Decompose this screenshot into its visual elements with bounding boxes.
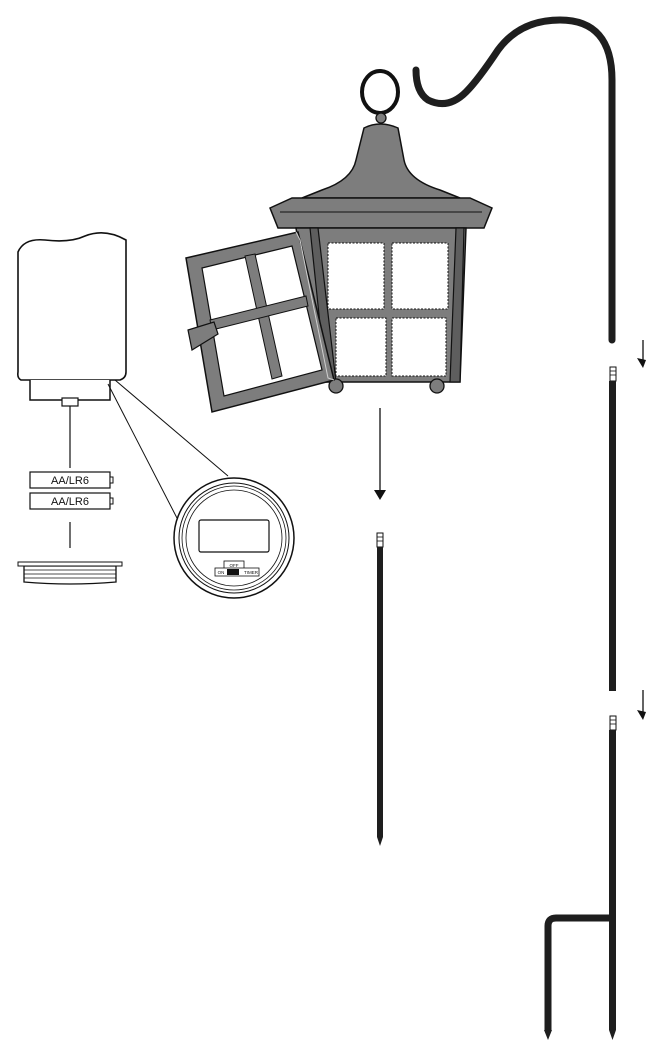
battery-top-label: AA/LR6 [51, 475, 89, 487]
switch-slider [227, 569, 239, 575]
lantern-door-open [185, 231, 335, 413]
zoom-callout: OFF ON TIMER [107, 379, 295, 599]
battery-top: AA/LR6 [29, 471, 114, 489]
callout-display-window [198, 519, 270, 553]
hook-foot-bar [544, 914, 612, 1030]
hook-bottom-segment [609, 730, 616, 1030]
segment-arrow-2-icon [637, 690, 646, 720]
lantern-foot-left [328, 378, 344, 394]
candle-base [29, 380, 111, 401]
lantern-foot-right [429, 378, 445, 394]
hook-middle-segment [609, 381, 616, 691]
battery-bottom-label: AA/LR6 [51, 496, 89, 508]
candle-body [17, 232, 127, 381]
led-candle [17, 232, 127, 407]
switch-off-label: OFF [230, 563, 239, 568]
switch-on-label: ON [218, 570, 225, 575]
lantern [185, 69, 493, 413]
ground-stake [376, 532, 384, 846]
shepherd-hook [412, 16, 646, 1040]
lantern-glass-panes [327, 242, 449, 377]
switch-timer-label: TIMER [244, 570, 259, 575]
hanging-ring-icon [360, 69, 400, 115]
down-arrow-icon [374, 408, 386, 500]
segment-arrow-1-icon [637, 340, 646, 368]
battery-bottom: AA/LR6 [29, 492, 114, 510]
power-switch: OFF ON TIMER [214, 560, 260, 577]
hook-top-segment [412, 16, 616, 344]
battery-cap [17, 561, 123, 585]
lantern-roof [301, 123, 461, 199]
candle-base-latch [61, 397, 79, 407]
lantern-rim [269, 197, 493, 229]
